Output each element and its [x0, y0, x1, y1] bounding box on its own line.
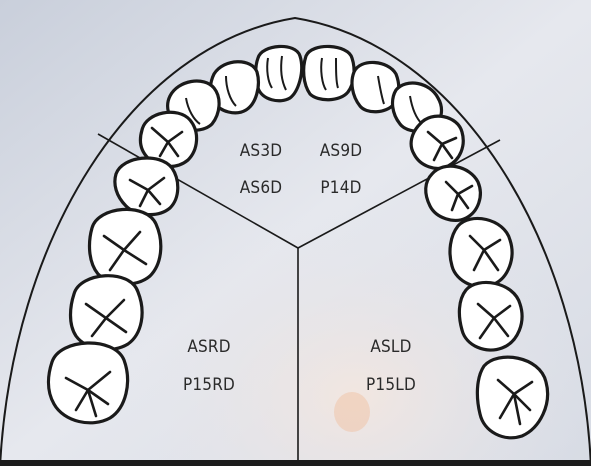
- label-posterior-right-line2: P15LD: [346, 375, 436, 395]
- tooth-central-incisor-left: [256, 46, 302, 100]
- tooth-first-molar-left: [90, 209, 161, 284]
- tooth-first-premolar-right: [411, 116, 463, 168]
- label-anterior-right-line1: AS9D: [296, 141, 386, 161]
- tooth-second-premolar-left: [115, 158, 178, 215]
- tooth-third-molar-left: [49, 343, 128, 423]
- tooth-second-premolar-right: [426, 166, 481, 220]
- label-posterior-right-line1: ASLD: [346, 337, 436, 357]
- label-anterior-right-line2: P14D: [296, 178, 386, 198]
- tooth-second-molar-left: [71, 276, 143, 350]
- label-posterior-left-line2: P15RD: [164, 375, 254, 395]
- label-posterior-left-line1: ASRD: [164, 337, 254, 357]
- label-anterior-left-line2: AS6D: [216, 178, 306, 198]
- tooth-central-incisor-right: [304, 46, 354, 99]
- tooth-first-molar-right: [450, 218, 512, 286]
- bottom-bar: [0, 460, 591, 466]
- peach-spot: [334, 392, 370, 432]
- label-anterior-left-line1: AS3D: [216, 141, 306, 161]
